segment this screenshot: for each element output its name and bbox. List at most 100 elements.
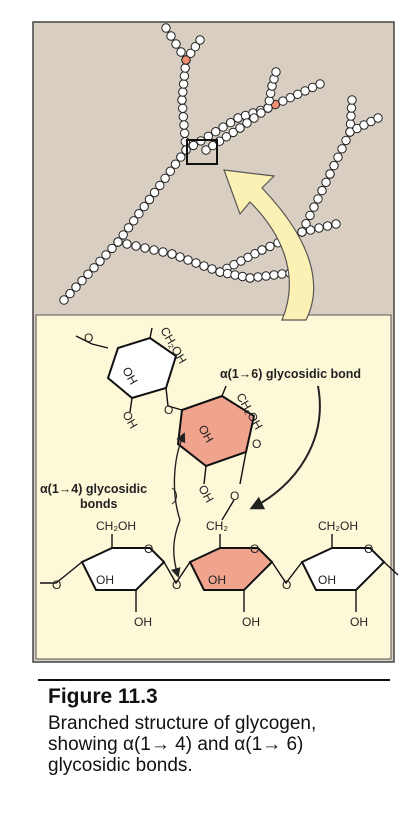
glucose-residue (65, 288, 75, 299)
glucose-residue (113, 237, 123, 247)
glucose-residue (95, 256, 105, 266)
oh-sub-middle: OH (242, 615, 260, 629)
glucose-residue (322, 221, 333, 231)
glucose-residue (171, 39, 181, 49)
glucose-residue (160, 173, 170, 184)
glucose-residue (215, 267, 225, 277)
glucose-residue (134, 209, 144, 219)
glucose-residue (77, 276, 87, 286)
glucose-residue (129, 216, 139, 226)
magnify-box (186, 139, 218, 165)
glucose-residue (249, 113, 259, 123)
glucose-residue (211, 127, 221, 137)
glucose-residue (256, 108, 266, 118)
glucose-residue (201, 145, 211, 155)
o-label-top: O (84, 331, 93, 345)
oh-ring-right: OH (318, 573, 336, 587)
glucose-residue (179, 71, 190, 81)
glucose-residue (190, 42, 201, 52)
glucose-residue (337, 144, 347, 154)
glucose-residue (59, 295, 69, 305)
glucose-residue (300, 86, 310, 96)
glucose-residue (175, 252, 185, 262)
glucose-residue (167, 249, 177, 259)
glucose-residue (265, 241, 275, 252)
glucose-residue (131, 241, 141, 251)
glucose-residue (149, 187, 160, 198)
caption-divider (38, 679, 390, 681)
glucose-residue (269, 270, 279, 280)
glucose-residue (176, 47, 186, 57)
glucose-residue (305, 225, 316, 235)
glucose-residue (261, 271, 271, 281)
o-link-middle-left: O (172, 578, 181, 592)
o-ring-left: O (144, 542, 153, 556)
alpha14-brace (171, 487, 177, 505)
glucose-residue (180, 128, 190, 139)
magnify-arrow (223, 169, 315, 321)
glucose-residue (245, 273, 255, 283)
glucose-residue (155, 180, 165, 191)
o-ring-middle: O (250, 542, 259, 556)
glucose-residue (235, 123, 245, 133)
figure-number: Figure 11.3 (48, 685, 158, 708)
glucose-residue (191, 258, 201, 268)
glucose-residue (271, 67, 281, 77)
glucose-residue (218, 122, 228, 132)
glucose-residue (257, 245, 267, 255)
bottom-panel (35, 314, 392, 660)
alpha16-bond-label: α(1→6) glycosidic bond (220, 367, 361, 381)
o-label-branch-ring: O (252, 437, 261, 451)
glucose-residue (305, 210, 315, 221)
glucose-residue (101, 250, 111, 260)
glucose-residue (242, 118, 252, 128)
glucose-residue (178, 112, 189, 122)
glucose-residue (180, 63, 190, 73)
o-link-left: O (52, 578, 61, 592)
glucose-residue (333, 152, 343, 162)
glucose-residue (183, 255, 193, 265)
glycogen-residue-chains (59, 23, 383, 305)
o-ring-right: O (364, 542, 373, 556)
alpha14-arrow-up (173, 432, 186, 521)
glucose-residue (177, 95, 187, 105)
glucose-residue (309, 202, 319, 212)
glucose-residue (180, 137, 191, 147)
glucose-residue (83, 269, 93, 279)
ch2oh-label-left: CH₂OH (96, 519, 136, 533)
glucose-residue (230, 270, 240, 280)
ch2oh-label-right: CH₂OH (318, 519, 358, 533)
ch2-label-middle: CH₂ (206, 519, 228, 533)
oh-sub-left: OH (134, 615, 152, 629)
glucose-residue (195, 35, 205, 45)
glucose-residue (313, 194, 323, 204)
bond-lines (40, 327, 399, 612)
glucose-residue (144, 194, 155, 205)
glucose-residue (301, 219, 311, 229)
glucose-residue (277, 269, 287, 279)
glucose-residue (315, 79, 325, 89)
glucose-residue (221, 132, 232, 142)
o-label-link-top: O (164, 403, 173, 417)
glucose-residue (207, 264, 217, 274)
oh-sub-right: OH (350, 615, 368, 629)
glucose-residue (118, 230, 128, 240)
glucose-residue (346, 111, 356, 121)
glucose-residue (123, 223, 134, 233)
glucose-residue (89, 263, 99, 273)
glucose-residue (321, 177, 331, 188)
glucose-residue (341, 135, 351, 146)
figure-caption: Branched structure of glycogen, showing … (48, 713, 317, 776)
glucose-residue (165, 166, 176, 176)
glucose-residue (178, 87, 188, 97)
glucose-residue (176, 152, 186, 162)
glucose-residue (317, 185, 327, 196)
glucose-residue (188, 140, 199, 151)
glucose-residue (158, 247, 168, 257)
glucose-residue (347, 95, 357, 105)
alpha14-arrow-down (171, 519, 181, 578)
glucose-residue (314, 223, 324, 233)
glucose-residue (331, 219, 341, 229)
glycogen-figure: CH₂OH OH OH O O CH₂OH OH OH O O α(1→6) g… (32, 21, 399, 663)
glucose-residue (139, 201, 149, 212)
